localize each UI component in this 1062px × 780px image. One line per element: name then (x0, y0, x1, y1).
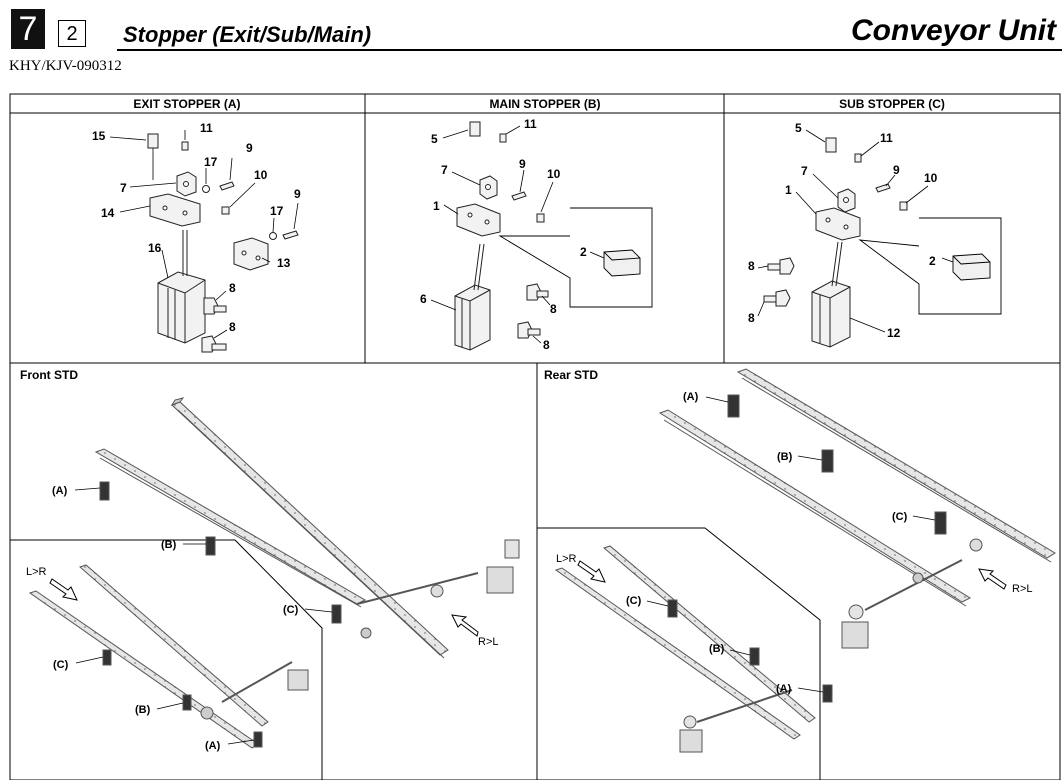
front-std-drawing (28, 397, 520, 749)
front-label-b1: (B) (161, 539, 177, 551)
sub-label-2: 2 (929, 254, 936, 268)
diagram-frame (9, 93, 1061, 780)
front-label-b2: (B) (135, 704, 151, 716)
sub-label-11: 11 (880, 131, 893, 145)
sub-label-12: 12 (887, 326, 901, 340)
rear-std-title: Rear STD (544, 368, 598, 382)
exit-stopper-part-labels: 15 11 17 9 7 10 9 14 17 13 16 8 8 (92, 121, 301, 334)
front-label-c2: (C) (53, 659, 69, 671)
main-label-2: 2 (580, 245, 587, 259)
exit-label-11: 11 (200, 121, 213, 135)
front-std-title: Front STD (20, 368, 78, 382)
exit-label-10: 10 (254, 168, 268, 182)
main-stopper-leaders (430, 125, 554, 344)
main-label-1: 1 (433, 199, 440, 213)
main-label-6: 6 (420, 292, 427, 306)
main-stopper-title: MAIN STOPPER (B) (489, 97, 600, 111)
exit-stopper-leaders (109, 130, 299, 339)
main-label-10: 10 (547, 167, 561, 181)
sub-label-9: 9 (893, 163, 900, 177)
sub-label-10: 10 (924, 171, 938, 185)
front-label-a2: (A) (205, 740, 221, 752)
exit-label-17b: 17 (270, 204, 284, 218)
exit-stopper-title: EXIT STOPPER (A) (133, 97, 240, 111)
rear-label-c2: (C) (626, 595, 642, 607)
exit-label-8a: 8 (229, 281, 236, 295)
sub-label-8b: 8 (748, 311, 755, 325)
unit-title: Conveyor Unit (850, 14, 1056, 47)
front-label-dir1: R>L (478, 636, 499, 648)
sub-label-5: 5 (795, 121, 802, 135)
exit-label-17a: 17 (204, 155, 218, 169)
front-label-dir2: L>R (26, 566, 47, 578)
rear-label-a1: (A) (683, 391, 699, 403)
sub-label-1: 1 (785, 183, 792, 197)
section-title: Stopper (Exit/Sub/Main) (123, 22, 372, 47)
sub-stopper-drawing (763, 137, 908, 348)
sub-label-8a: 8 (748, 259, 755, 273)
exit-label-14: 14 (101, 206, 115, 220)
front-label-c1: (C) (283, 604, 299, 616)
exit-stopper-drawing (147, 133, 299, 353)
main-label-7: 7 (441, 163, 448, 177)
front-std-leaders (74, 487, 333, 745)
main-label-5: 5 (431, 132, 438, 146)
main-label-8a: 8 (550, 302, 557, 316)
header-rule (117, 49, 1062, 51)
sub-label-7: 7 (801, 164, 808, 178)
rear-label-b1: (B) (777, 451, 793, 463)
page-header: 7 2 Stopper (Exit/Sub/Main) Conveyor Uni… (0, 0, 1062, 74)
main-stopper-part-labels: 5 11 7 9 10 1 2 6 8 8 (420, 117, 587, 352)
sub-stopper-part-labels: 5 11 7 9 10 1 2 8 8 12 (748, 121, 938, 340)
front-std-arrows (49, 578, 479, 637)
exit-label-13: 13 (277, 256, 291, 270)
main-stopper-drawing (454, 121, 549, 351)
exit-label-7: 7 (120, 181, 127, 195)
front-label-a1: (A) (52, 485, 68, 497)
chapter-number: 7 (11, 9, 45, 49)
rear-label-a2: (A) (776, 683, 792, 695)
sub-stopper-title: SUB STOPPER (C) (839, 97, 945, 111)
rear-std-arrows (577, 560, 1007, 590)
front-std-labels: (A) (B) (C) R>L L>R (C) (B) (A) (26, 485, 499, 752)
exit-label-8b: 8 (229, 320, 236, 334)
main-stopper-inset (498, 207, 653, 308)
main-label-11: 11 (524, 117, 537, 131)
rear-label-dir1: R>L (1012, 583, 1033, 595)
document-code: KHY/KJV-090312 (9, 58, 122, 74)
rear-std-leaders (646, 396, 936, 693)
main-label-8b: 8 (543, 338, 550, 352)
sub-stopper-inset (858, 217, 1002, 315)
section-number: 2 (58, 20, 86, 47)
rear-std-labels: (A) (B) (C) R>L L>R (C) (B) (A) (556, 391, 1033, 695)
exit-label-9b: 9 (294, 187, 301, 201)
exit-label-15: 15 (92, 129, 106, 143)
exit-label-9a: 9 (246, 141, 253, 155)
sub-stopper-leaders (757, 129, 929, 333)
rear-label-dir2: L>R (556, 553, 577, 565)
rear-std-drawing (554, 368, 1056, 753)
rear-label-c1: (C) (892, 511, 908, 523)
exit-label-16: 16 (148, 241, 162, 255)
main-label-9: 9 (519, 157, 526, 171)
rear-label-b2: (B) (709, 643, 725, 655)
